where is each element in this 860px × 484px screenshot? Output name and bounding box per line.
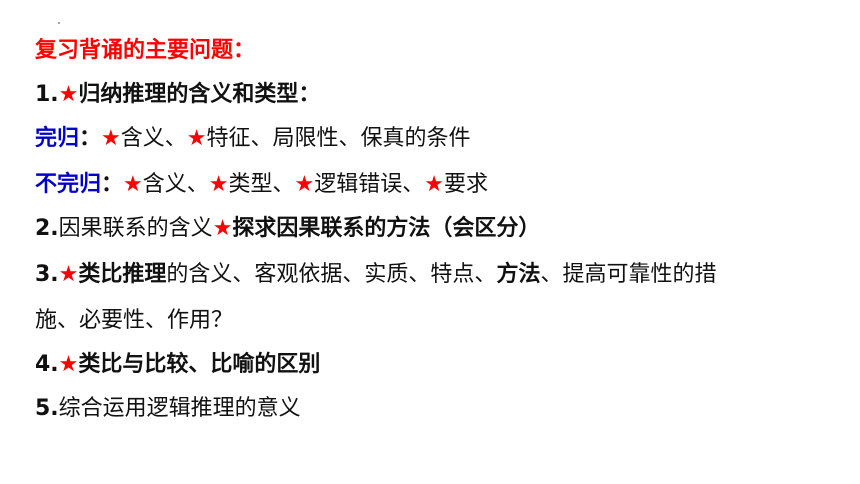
- star-icon: ★: [58, 82, 79, 107]
- item-text: 、提高可靠性的措: [540, 262, 717, 287]
- star-icon: ★: [294, 172, 315, 197]
- item-1-text: 归纳推理的含义和类型：: [78, 82, 321, 107]
- star-icon: ★: [208, 172, 229, 197]
- item-3-number: 3.: [35, 262, 59, 287]
- item-text: 要求: [444, 172, 489, 197]
- label-incomplete-induction: 不完归: [35, 172, 102, 197]
- item-text: 特征、局限性、保真的条件: [206, 126, 471, 151]
- star-icon: ★: [212, 216, 233, 241]
- decorative-dot: [58, 22, 60, 24]
- item-2-number: 2.: [35, 216, 59, 241]
- star-icon: ★: [58, 352, 79, 377]
- star-icon: ★: [101, 126, 121, 151]
- slide-title: 复习背诵的主要问题：: [35, 38, 256, 63]
- label-colon: ：: [79, 126, 102, 151]
- label-colon: ：: [101, 172, 124, 197]
- star-icon: ★: [58, 262, 79, 287]
- star-icon: ★: [123, 172, 143, 197]
- item-3: 3.★类比推理的含义、客观依据、实质、特点、方法、提高可靠性的措: [35, 260, 716, 290]
- label-complete-induction: 完归: [35, 126, 80, 151]
- item-text-bold: 方法: [496, 262, 541, 287]
- item-4-number: 4.: [35, 352, 59, 377]
- item-3-continued: 施、必要性、作用？: [35, 308, 234, 333]
- item-text: 类型、: [228, 172, 295, 197]
- item-2: 2.因果联系的含义★探求因果联系的方法（会区分）: [35, 214, 540, 244]
- item-text: 的含义、客观依据、实质、特点、: [166, 262, 497, 287]
- item-text: 含义、: [142, 172, 209, 197]
- item-1: 1.★归纳推理的含义和类型：: [35, 80, 320, 110]
- item-text: 因果联系的含义: [58, 216, 213, 241]
- star-icon: ★: [186, 126, 207, 151]
- item-text-bold: 探求因果联系的方法（会区分）: [232, 216, 541, 241]
- item-5-number: 5.: [35, 396, 59, 421]
- item-text-bold: 类比推理: [78, 262, 167, 287]
- item-1-number: 1.: [35, 82, 59, 107]
- item-text: 逻辑错误、: [314, 172, 425, 197]
- item-text: 含义、: [120, 126, 187, 151]
- item-text: 综合运用逻辑推理的意义: [58, 396, 301, 421]
- star-icon: ★: [424, 172, 445, 197]
- item-text-bold: 类比与比较、比喻的区别: [78, 352, 321, 377]
- item-incomplete-induction: 不完归：★含义、★类型、★逻辑错误、★要求: [35, 170, 488, 200]
- item-5: 5.综合运用逻辑推理的意义: [35, 394, 301, 424]
- item-4: 4.★类比与比较、比喻的区别: [35, 350, 320, 380]
- item-complete-induction: 完归：★含义、★特征、局限性、保真的条件: [35, 124, 471, 154]
